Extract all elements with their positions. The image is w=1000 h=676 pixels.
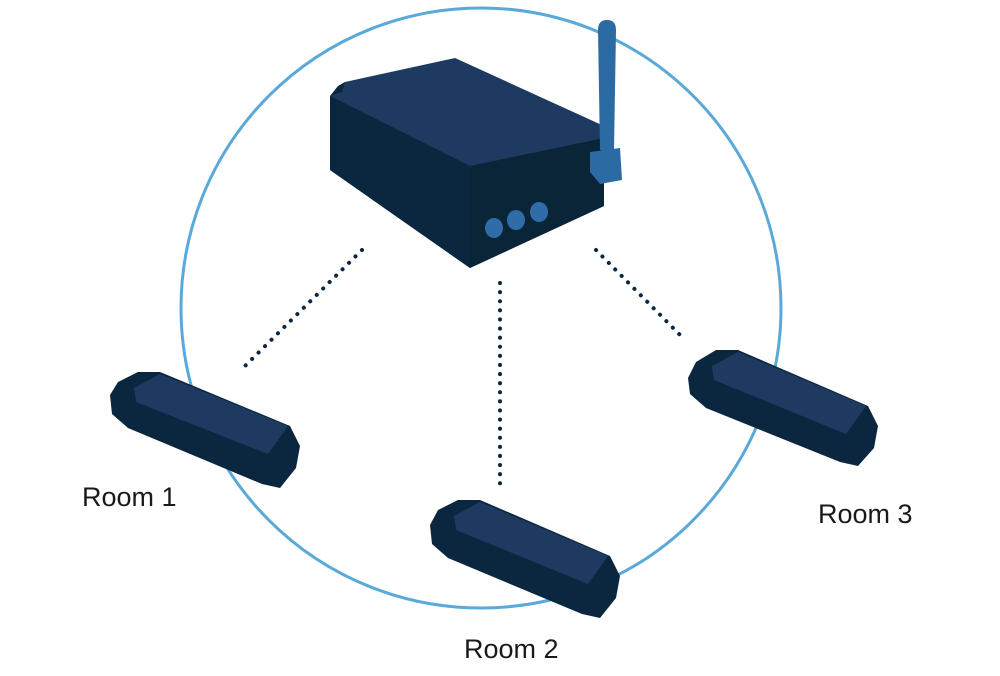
led-driver-icon-room2 [430, 500, 620, 618]
room-2-label: Room 2 [464, 634, 559, 664]
connection-line-room1 [243, 248, 364, 368]
room-3-label: Room 3 [818, 499, 913, 529]
led-driver-icon-room1 [110, 372, 300, 488]
coverage-circle [179, 6, 783, 610]
wireless-gateway-icon [330, 58, 604, 268]
connection-lines [243, 248, 686, 489]
led-driver-icon-room3 [688, 350, 878, 466]
room-1-label: Room 1 [82, 482, 177, 512]
antenna-icon [590, 20, 622, 184]
connection-line-room3 [594, 248, 686, 341]
status-leds [485, 202, 548, 238]
